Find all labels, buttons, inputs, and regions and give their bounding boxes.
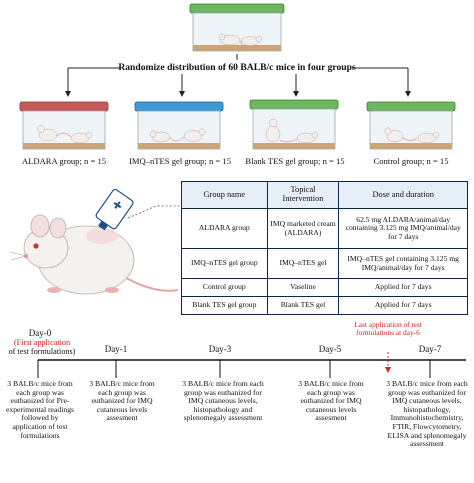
table-row: Control group Vaseline Applied for 7 day… — [181, 278, 468, 297]
timeline-day1: Day-1 — [104, 344, 128, 354]
group-label-imq-ntes: IMQ–nTES gel group; n = 15 — [129, 156, 231, 166]
timeline-day3: Day-3 — [208, 344, 232, 354]
timeline-axis — [37, 350, 466, 378]
table-cell: IMQ–nTES gel group — [181, 248, 268, 279]
table-cell: Applied for 7 days — [338, 296, 468, 315]
table-cell: Applied for 7 days — [338, 278, 468, 297]
table-header-group: Group name — [181, 181, 268, 209]
table-cell: 62.5 mg ALDARA/animal/day containing 3.1… — [338, 208, 468, 249]
table-cell: IMQ marketed cream (ALDARA) — [266, 208, 340, 249]
group-cage-blank-tes — [249, 99, 339, 150]
mouse-application-illustration — [9, 188, 182, 295]
table-row: ALDARA group IMQ marketed cream (ALDARA)… — [181, 208, 468, 249]
treatment-table: Group name Topical Intervention Dose and… — [181, 181, 468, 315]
timeline-note-day0: 3 BALB/c mice from each group was euthan… — [5, 379, 75, 440]
table-cell: Blank TES gel — [266, 296, 340, 315]
timeline-day5: Day-5 — [318, 344, 342, 354]
headline: Randomize distribution of 60 BALB/c mice… — [118, 62, 356, 73]
table-cell: IMQ–nTES gel — [266, 248, 340, 279]
table-header-row: Group name Topical Intervention Dose and… — [181, 181, 468, 209]
group-label-blank-tes: Blank TES gel group; n = 15 — [245, 156, 345, 166]
table-cell: Blank TES gel group — [181, 296, 268, 315]
timeline-note-day5: 3 BALB/c mice from each group was euthan… — [298, 379, 364, 423]
distribution-arrows — [65, 54, 411, 97]
group-cage-imq-ntes — [134, 101, 224, 150]
table-row: Blank TES gel group Blank TES gel Applie… — [181, 296, 468, 315]
timeline-note-day7: 3 BALB/c mice from each group was euthan… — [386, 379, 468, 449]
table-header-intervention: Topical Intervention — [266, 181, 340, 209]
group-cage-aldara — [19, 101, 109, 150]
top-cage-illustration — [189, 3, 285, 52]
group-label-control: Control group; n = 15 — [373, 156, 449, 166]
table-cell: IMQ–nTES gel containing 3.125 mg IMQ/ani… — [338, 248, 468, 279]
first-application-text: First application — [16, 338, 71, 347]
last-application-note: Last application of test formulations at… — [354, 320, 422, 338]
timeline-day0: Day-0 — [28, 328, 52, 338]
table-cell: Vaseline — [266, 278, 340, 297]
group-label-aldara: ALDARA group; n = 15 — [21, 156, 107, 166]
timeline-day0-first-application: (First application — [13, 338, 71, 347]
timeline-note-day1: 3 BALB/c mice from each group was euthan… — [89, 379, 155, 423]
timeline-note-day3: 3 BALB/c mice from each group was euthan… — [182, 379, 264, 423]
table-header-dose: Dose and duration — [338, 181, 468, 209]
timeline-day0-subtitle: of test formulations) — [8, 347, 76, 356]
timeline-day7: Day-7 — [418, 344, 442, 354]
table-cell: ALDARA group — [181, 208, 268, 249]
group-cage-control — [366, 101, 456, 150]
table-row: IMQ–nTES gel group IMQ–nTES gel IMQ–nTES… — [181, 248, 468, 279]
table-cell: Control group — [181, 278, 268, 297]
